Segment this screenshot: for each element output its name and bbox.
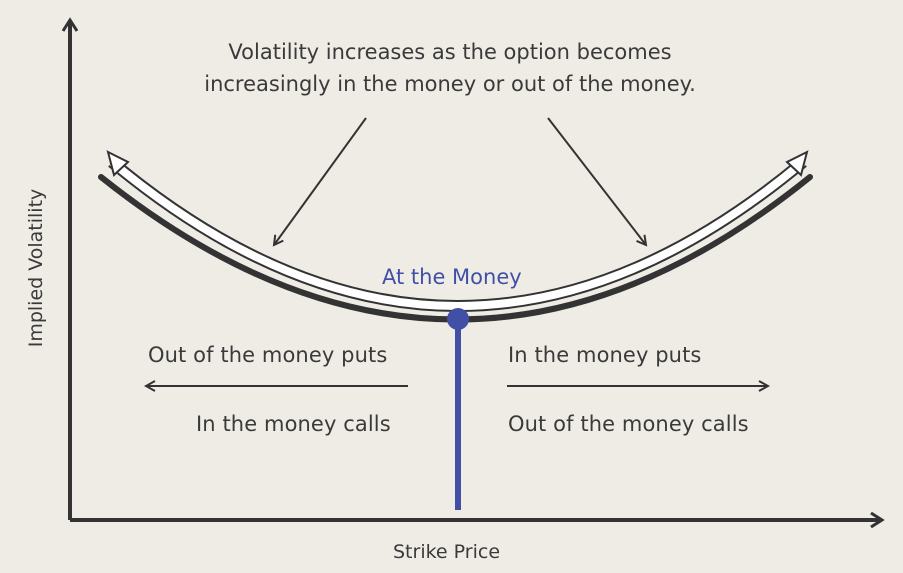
atm-point (447, 308, 469, 330)
left-top-label: Out of the money puts (148, 343, 388, 367)
band-left-arrowhead (106, 150, 130, 177)
right-top-label: In the money puts (508, 343, 702, 367)
left-pointer-arrow (274, 117, 367, 245)
smile-band-fill (109, 158, 806, 310)
atm-label: At the Money (382, 265, 522, 289)
left-bottom-label: In the money calls (196, 412, 391, 436)
title-line-1: Volatility increases as the option becom… (228, 40, 672, 64)
band-right-arrowhead (785, 150, 809, 177)
diagram-title: Volatility increases as the option becom… (180, 36, 720, 100)
volatility-smile-curve (98, 174, 813, 323)
x-axis-label: Strike Price (393, 541, 501, 563)
y-axis-label: Implied Volatility (25, 188, 47, 348)
title-line-2: increasingly in the money or out of the … (204, 72, 696, 96)
right-pointer-arrow (547, 117, 646, 245)
right-bottom-label: Out of the money calls (508, 412, 749, 436)
